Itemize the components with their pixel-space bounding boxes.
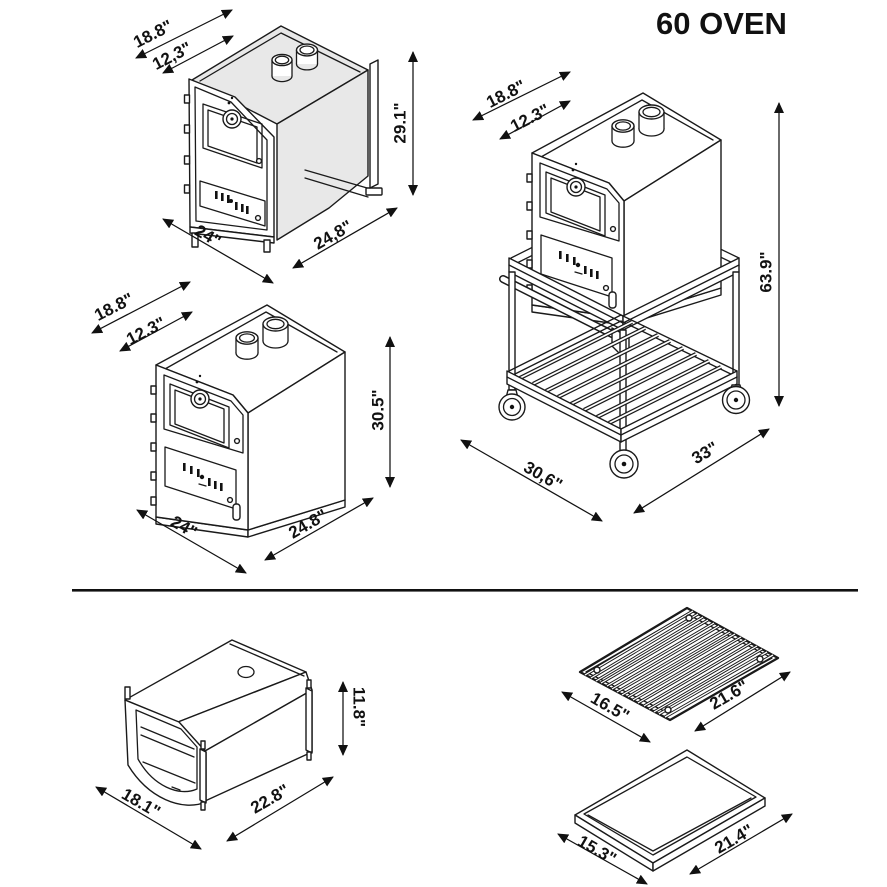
dim-label: 63.9" (757, 251, 776, 292)
door-window (202, 103, 263, 169)
mounting-tab (200, 740, 206, 750)
mounting-tab (306, 679, 312, 689)
dimension-top-depth-inner: 12.3" (499, 100, 571, 140)
dimension-side-depth: 33" (633, 428, 770, 514)
dimension-front-width: 30,6" (460, 439, 603, 522)
back-flange (369, 59, 379, 189)
chimney-front (271, 53, 293, 83)
dim-label: 30,6" (520, 457, 565, 494)
dim-label: 24,8" (310, 216, 355, 253)
dimension-top-depth-inner: 12.3" (119, 311, 193, 352)
dim-label: 29.1" (391, 102, 410, 143)
caster-wheel (721, 384, 751, 415)
view-base-housing: 11.8" 18.1" 22.8" (95, 639, 369, 850)
brand-mark (229, 199, 233, 203)
dim-label: 30.5" (369, 389, 388, 430)
view-oven-freestanding: 18.8" 12.3" 30.5" 24" 24.8" (91, 281, 395, 574)
cart-shelf (506, 314, 738, 443)
mounting-tab (200, 801, 206, 811)
dimension-height: 11.8" (338, 681, 369, 756)
dimension-height: 30.5" (369, 336, 395, 488)
dim-label: 33" (689, 438, 722, 468)
dimension-height: 63.9" (757, 102, 784, 407)
grate-foot (593, 666, 601, 674)
support-strut (304, 169, 375, 198)
grate-foot (756, 655, 764, 663)
section-divider (72, 589, 858, 592)
dim-label: 12.3" (123, 313, 168, 349)
dim-label: 11.8" (350, 687, 369, 727)
vent-slits (215, 191, 249, 214)
chimney-back (295, 43, 319, 71)
view-grill-grate: 16.5" 21.6" (561, 606, 791, 743)
dim-label: 18.8" (91, 289, 136, 325)
mounting-tab (306, 751, 312, 761)
dimension-side-depth: 22.8" (226, 776, 334, 842)
page-title: 60 OVEN (656, 6, 787, 41)
dim-label: 12.3" (507, 100, 552, 136)
dimension-height: 29.1" (391, 51, 418, 196)
view-oven-built-in: 18.8" 12,3" 29.1" 24" 24,8" (130, 9, 418, 284)
cart-leg (732, 271, 740, 386)
oven-side-face (276, 69, 369, 241)
top-hole (237, 665, 255, 679)
dim-label: 18.8" (483, 76, 528, 112)
caster-wheel (498, 389, 526, 421)
dim-label: 22.8" (247, 780, 292, 817)
shelf-slats (519, 320, 722, 425)
grate-foot (664, 706, 672, 714)
mounting-tab (124, 686, 131, 700)
grate-foot (685, 614, 693, 622)
view-baking-tray: 15.3" 21.4" (557, 749, 793, 885)
door-hinges (183, 94, 191, 194)
view-oven-on-cart: 18.8" 12.3" 63.9" 30,6" 33" (460, 71, 784, 522)
caster-wheel (609, 449, 639, 479)
